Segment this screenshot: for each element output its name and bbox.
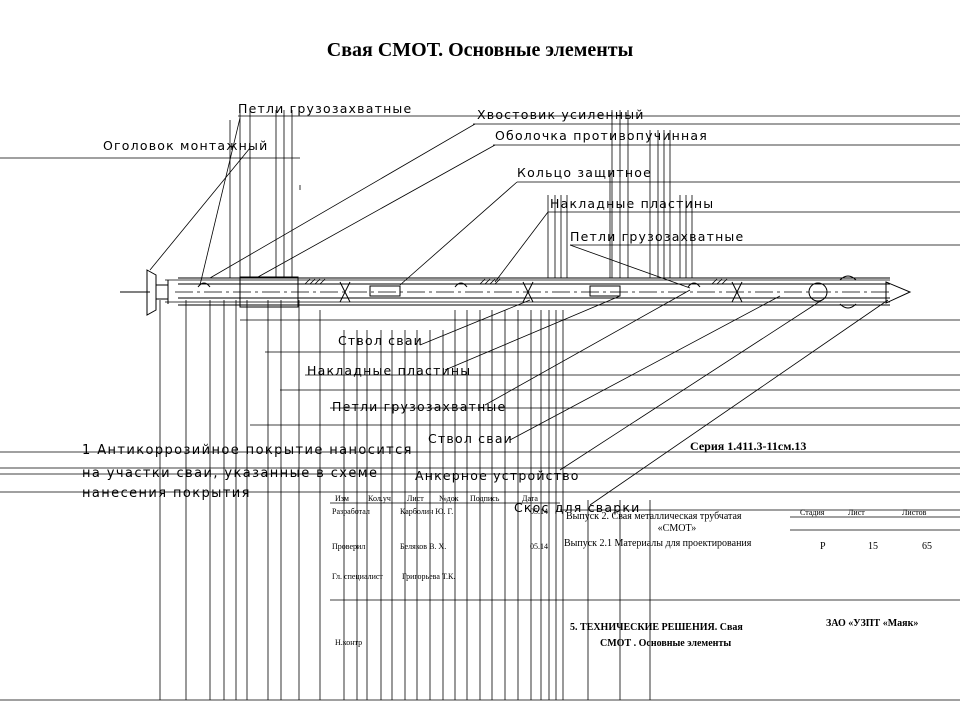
pile-body [120, 269, 912, 316]
sheets-value: 65 [922, 541, 932, 552]
callout-nakladnye-bottom: Накладные пластины [307, 363, 471, 378]
role-razrabotal: Разработал [332, 507, 370, 516]
koltso-ring [808, 282, 828, 302]
sheets-label: Листов [902, 508, 927, 517]
drawing-title: Свая СМОТ. Основные элементы [327, 39, 634, 61]
series-label: Серия 1.411.3-11см.13 [690, 439, 806, 453]
sheet-value: 15 [868, 541, 878, 552]
doc-line-2: «СМОТ» [658, 523, 697, 534]
callout-ogolovok: Оголовок монтажный [103, 138, 268, 153]
header-podpis: Подпись [470, 494, 500, 503]
stage-label: Стадия [800, 508, 825, 517]
callout-nakladnye-top: Накладные пластины [550, 196, 714, 211]
stage-value: Р [820, 541, 826, 552]
callout-khvostovik: Хвостовик усиленный [477, 107, 645, 122]
upper-horizontals [0, 115, 960, 246]
joint-block [239, 276, 299, 308]
callout-petli-bottom: Петли грузозахватные [332, 399, 506, 414]
doc-line-1: Выпуск 2. Свая металлическая трубчатая [566, 511, 742, 522]
note-line-1: 1 Антикоррозийное покрытие наносится [82, 443, 413, 458]
leader-lines [149, 117, 889, 506]
callouts: Петли грузозахватные Хвостовик усиленный… [103, 101, 744, 515]
callout-stvol-2: Ствол сваи [428, 431, 513, 446]
date-razrabotal: 05.14 [530, 507, 548, 516]
header-ndok: №док [439, 494, 459, 503]
coating-note: 1 Антикоррозийное покрытие наносится на … [82, 443, 413, 501]
doc-line-3: Выпуск 2.1 Материалы для проектирования [564, 538, 752, 549]
callout-stvol-1: Ствол сваи [338, 333, 423, 348]
callout-obolochka: Оболочка противопучинная [495, 128, 708, 143]
sheet-label: Лист [848, 508, 865, 517]
header-izm: Изм [335, 494, 349, 503]
role-gl-spec: Гл. специалист [332, 572, 383, 581]
callout-skos: Скос для сварки [514, 500, 640, 515]
role-nkontr: Н.контр [335, 638, 362, 647]
company-name: ЗАО «УЗПТ «Маяк» [826, 618, 918, 629]
header-data: Дата [522, 494, 538, 503]
title-block: Серия 1.411.3-11см.13 Изм Кол.уч Лист №д… [330, 439, 960, 649]
ogolovok-cap [146, 269, 157, 316]
name-razrabotal: Карболин Ю. Г. [400, 507, 453, 516]
section-line-2: СМОТ . Основные элементы [600, 638, 731, 649]
header-kol-uch: Кол.уч [368, 494, 391, 503]
callout-ankernoe: Анкерное устройство [415, 468, 580, 483]
callout-petli-top: Петли грузозахватные [238, 101, 412, 116]
callout-petli-right: Петли грузозахватные [570, 229, 744, 244]
note-line-2: на участки сваи, указанные в схеме [82, 466, 378, 481]
role-proveril: Проверил [332, 542, 365, 551]
header-list: Лист [407, 494, 424, 503]
name-proveril: Беляков В. Х. [400, 542, 446, 551]
callout-koltso: Кольцо защитное [517, 165, 652, 180]
anchor-tip [885, 281, 912, 304]
name-gl-spec: Григорьева Т.К. [402, 572, 455, 581]
section-line-1: 5. ТЕХНИЧЕСКИЕ РЕШЕНИЯ. Свая [570, 622, 743, 633]
note-line-3: нанесения покрытия [82, 486, 251, 501]
date-proveril: 05.14 [530, 542, 548, 551]
